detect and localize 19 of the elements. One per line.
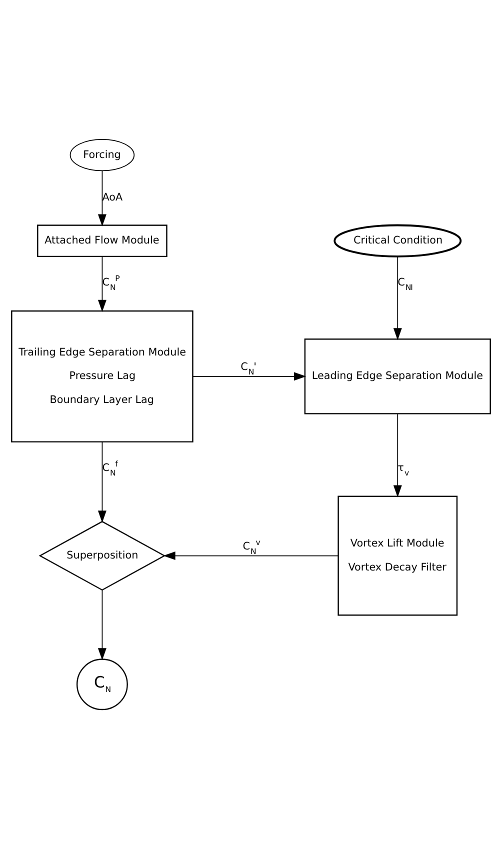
node-diamond: Superposition <box>38 520 166 591</box>
edge-label: τ$_{v}$ <box>398 462 410 478</box>
arrow <box>98 590 106 660</box>
node-box: Vortex Lift Module Vortex Decay Filter <box>338 496 458 616</box>
arrow <box>98 256 106 312</box>
node-box: Leading Edge Separation Module <box>304 338 491 414</box>
edge-label: AoA <box>102 192 123 204</box>
node-box: Attached Flow Module <box>37 224 168 258</box>
node-ellipse: Critical Condition <box>334 224 462 258</box>
node-ellipse: Forcing <box>70 139 135 172</box>
arrow <box>98 170 106 226</box>
node-circle: C$_{N}$ <box>76 658 128 710</box>
edge-label: C$_{N}$' <box>240 361 256 377</box>
node-box: Trailing Edge Separation Module Pressure Lag Boundary Layer Lag <box>11 310 194 442</box>
arrow <box>192 372 306 381</box>
arrow <box>393 256 402 340</box>
arrow <box>98 441 106 523</box>
arrow <box>393 414 402 498</box>
arrow <box>163 552 339 560</box>
